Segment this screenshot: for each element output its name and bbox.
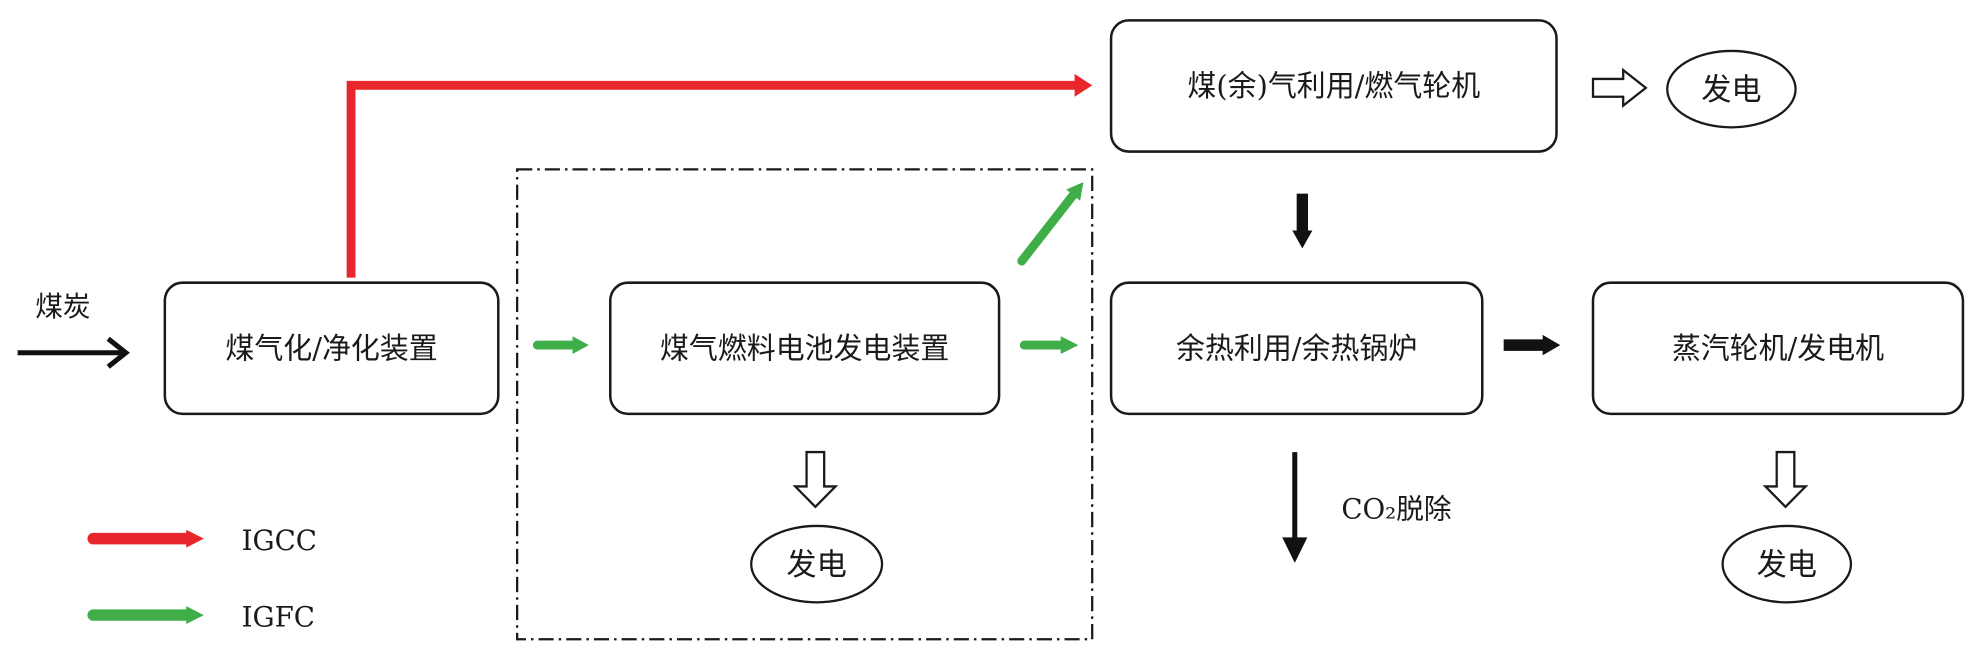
- fuel-cell-node-label: 煤气燃料电池发电装置: [660, 331, 949, 365]
- steam-turbine-node: 蒸汽轮机/发电机: [1591, 281, 1965, 416]
- igfc-arrow-to-gas-turbine: [1017, 182, 1084, 266]
- fuel-cell-power-arrow: [792, 450, 839, 509]
- steam-turbine-power-label: 发电: [1757, 548, 1817, 583]
- gasification-node: 煤气化/净化装置: [163, 281, 500, 416]
- co2-removal-label: CO₂脱除: [1341, 492, 1451, 525]
- heat-recovery-node-label: 余热利用/余热锅炉: [1176, 331, 1417, 365]
- heat-recovery-to-steam-turbine-arrow: [1503, 334, 1561, 356]
- steam-turbine-power-arrow: [1762, 450, 1809, 509]
- legend: IGCC IGFC: [87, 524, 317, 634]
- gasification-node-label: 煤气化/净化装置: [225, 331, 437, 365]
- igfc-arrow-to-fuel-cell: [532, 336, 589, 355]
- coal-input-arrow: [17, 336, 130, 369]
- igfc-section-frame: [516, 168, 1094, 641]
- fuel-cell-node: 煤气燃料电池发电装置: [609, 281, 1001, 416]
- gas-turbine-power-arrow: [1591, 67, 1648, 109]
- co2-removal-arrow: [1282, 452, 1308, 563]
- gas-turbine-to-heat-recovery-arrow: [1292, 193, 1313, 249]
- heat-recovery-node: 余热利用/余热锅炉: [1109, 281, 1484, 416]
- gas-turbine-power-label: 发电: [1701, 73, 1761, 108]
- coal-input-label: 煤炭: [35, 290, 90, 323]
- gas-turbine-node-label: 煤(余)气利用/燃气轮机: [1187, 69, 1480, 103]
- legend-igfc-label: IGFC: [242, 600, 315, 633]
- fuel-cell-power-label: 发电: [786, 548, 846, 583]
- fuel-cell-power-output: 发电: [750, 524, 884, 604]
- steam-turbine-node-label: 蒸汽轮机/发电机: [1672, 331, 1884, 365]
- gas-turbine-node: 煤(余)气利用/燃气轮机: [1109, 19, 1558, 153]
- legend-igcc: IGCC: [87, 524, 317, 557]
- steam-turbine-power-output: 发电: [1721, 524, 1853, 604]
- legend-igfc: IGFC: [87, 600, 315, 634]
- igcc-flow-arrow: [346, 73, 1093, 278]
- gas-turbine-power-output: 发电: [1666, 49, 1797, 129]
- igfc-arrow-to-heat-recovery: [1019, 336, 1079, 355]
- legend-igcc-label: IGCC: [242, 524, 317, 557]
